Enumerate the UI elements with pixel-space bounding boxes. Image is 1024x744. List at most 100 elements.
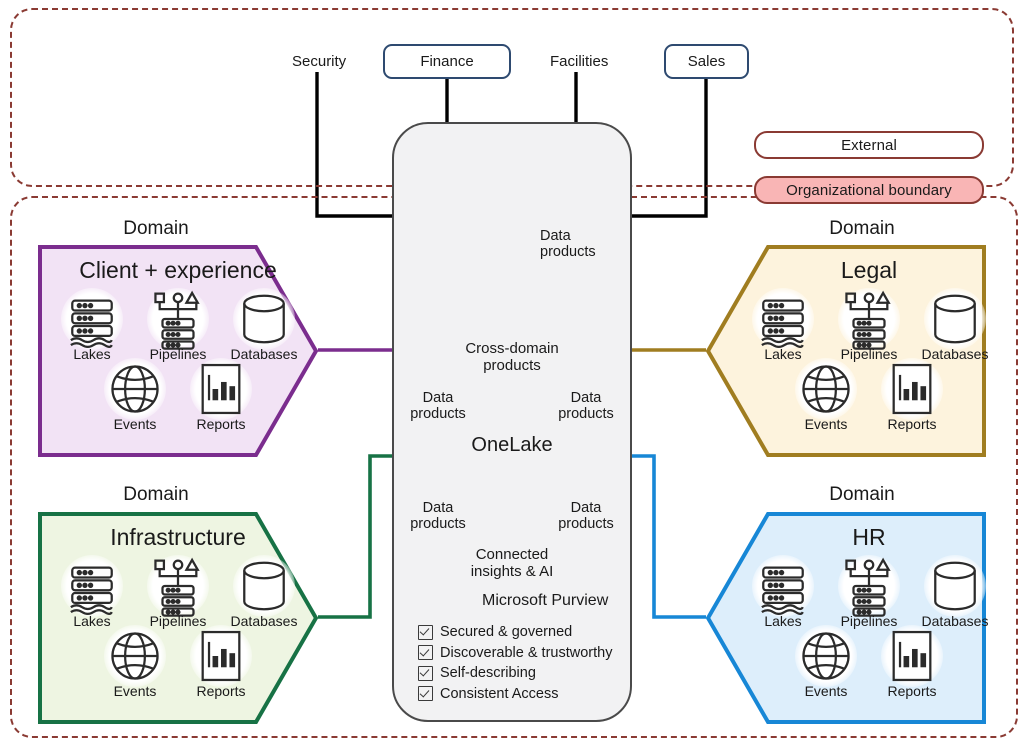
checklist-label: Secured & governed [440,624,573,640]
domain-card-content: Infrastructure Lakes [38,512,318,724]
events-icon [104,358,166,420]
capability-label: Pipelines [149,613,207,629]
domain-card-infrastructure[interactable]: Infrastructure Lakes [38,512,318,724]
capability-events[interactable]: Events [787,625,865,699]
domain-card-client[interactable]: Client + experience Lakes [38,245,318,457]
capability-pipelines[interactable]: Pipelines [830,288,908,362]
label-onelake: OneLake [471,434,553,456]
capability-events[interactable]: Events [787,358,865,432]
label-data-products-top: Data products [540,228,596,261]
capability-events[interactable]: Events [96,625,174,699]
capability-databases[interactable]: Databases [225,555,303,629]
capability-pipelines[interactable]: Pipelines [139,288,217,362]
capability-label: Databases [921,346,989,362]
checkbox-icon [418,686,433,701]
pipelines-icon [147,555,209,617]
reports-icon [881,625,943,687]
pipelines-icon [838,288,900,350]
lakes-icon [752,288,814,350]
capability-row-2: Events Reports [96,625,260,699]
checklist-label: Consistent Access [440,685,559,702]
fabric-checklist: Secured & governed Discoverable & trustw… [418,624,618,702]
label-data-products-left-bottom: Data products [410,500,466,533]
capability-reports[interactable]: Reports [182,625,260,699]
capability-events[interactable]: Events [96,358,174,432]
domain-name-hr: HR [852,524,886,550]
databases-icon [924,288,986,350]
capability-reports[interactable]: Reports [873,625,951,699]
capability-label: Reports [196,683,246,699]
capability-label: Events [113,683,157,699]
capability-row-2: Events Reports [787,358,951,432]
capability-label: Databases [230,346,298,362]
domain-card-content: Legal Lakes [706,245,988,457]
fabric-container [392,122,632,722]
domain-card-legal[interactable]: Legal Lakes [706,245,988,457]
capability-lakes[interactable]: Lakes [744,288,822,362]
label-data-products-right-bottom: Data products [558,500,614,533]
domain-name-legal: Legal [840,257,898,283]
capability-row-1: Lakes Pipelines [744,555,994,629]
reports-icon [190,625,252,687]
legend-organizational-boundary: Organizational boundary [754,176,984,204]
label-data-products-left-mid: Data products [410,390,466,423]
external-source-facilities[interactable]: Facilities [550,53,609,70]
domain-header-legal: Domain [829,218,895,239]
capability-reports[interactable]: Reports [182,358,260,432]
label-cross-domain-products: Cross-domain products [465,340,559,375]
capability-lakes[interactable]: Lakes [744,555,822,629]
capability-label: Databases [921,613,989,629]
pipelines-icon [147,288,209,350]
capability-databases[interactable]: Databases [916,288,994,362]
external-source-sales[interactable]: Sales [664,44,749,79]
events-icon [795,625,857,687]
reports-icon [190,358,252,420]
checkbox-icon [418,645,433,660]
purview-row: Microsoft Purview [432,592,608,610]
capability-row-1: Lakes Pipelines [53,555,303,629]
lakes-icon [61,288,123,350]
checklist-item: Discoverable & trustworthy [418,645,618,661]
capability-label: Lakes [764,346,802,362]
capability-label: Databases [230,613,298,629]
domain-card-hr[interactable]: HR Lakes [706,512,988,724]
capability-label: Pipelines [840,346,898,362]
legend-external: External [754,131,984,159]
capability-label: Events [113,416,157,432]
capability-label: Reports [196,416,246,432]
checklist-label: Self-describing [440,665,536,681]
capability-row-1: Lakes Pipelines [53,288,303,362]
databases-icon [233,288,295,350]
events-icon [795,358,857,420]
checklist-item: Self-describing [418,665,618,681]
domain-header-infrastructure: Domain [123,484,189,505]
capability-label: Events [804,416,848,432]
events-icon [104,625,166,687]
domain-card-content: Client + experience Lakes [38,245,318,457]
capability-label: Events [804,683,848,699]
capability-reports[interactable]: Reports [873,358,951,432]
domain-name-infrastructure: Infrastructure [110,524,246,550]
capability-row-1: Lakes Pipelines [744,288,994,362]
domain-header-hr: Domain [829,484,895,505]
capability-pipelines[interactable]: Pipelines [139,555,217,629]
checkbox-icon [418,665,433,681]
databases-icon [233,555,295,617]
checkbox-icon [418,624,433,640]
external-source-finance[interactable]: Finance [383,44,511,79]
reports-icon [881,358,943,420]
lakes-icon [61,555,123,617]
capability-lakes[interactable]: Lakes [53,555,131,629]
external-source-security[interactable]: Security [292,53,347,70]
capability-databases[interactable]: Databases [225,288,303,362]
domain-name-client: Client + experience [79,257,277,283]
capability-databases[interactable]: Databases [916,555,994,629]
pipelines-icon [838,555,900,617]
capability-row-2: Events Reports [96,358,260,432]
capability-row-2: Events Reports [787,625,951,699]
capability-label: Lakes [73,346,111,362]
capability-lakes[interactable]: Lakes [53,288,131,362]
capability-label: Lakes [764,613,802,629]
capability-pipelines[interactable]: Pipelines [830,555,908,629]
checklist-item: Consistent Access [418,686,618,702]
